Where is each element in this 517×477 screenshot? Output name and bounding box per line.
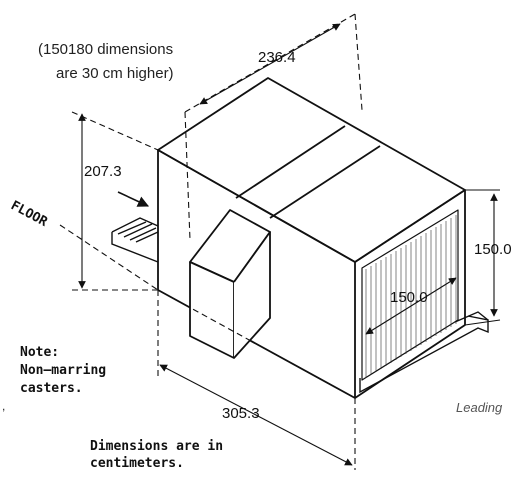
units-note-line-1: Dimensions are in — [90, 439, 223, 454]
height-dimension: 207.3 — [84, 163, 122, 180]
casters-note-line-3: casters. — [20, 381, 83, 396]
left-conveyor — [111, 217, 159, 263]
control-console — [189, 209, 271, 359]
stray-comma: , — [2, 399, 5, 413]
height-note-line-2: are 30 cm higher) — [56, 65, 174, 82]
height-note-line-1: (150180 dimensions — [38, 41, 173, 58]
casters-note-line-2: Non—marring — [20, 363, 106, 378]
floor-label: FLOOR — [8, 198, 50, 230]
machine-body — [157, 77, 466, 399]
depth-dimension: 236.4 — [258, 49, 296, 66]
leading-label: Leading — [456, 400, 503, 415]
tunnel-height-dimension: 150.0 — [474, 241, 512, 258]
length-dimension: 305.3 — [222, 405, 260, 422]
right-conveyor — [359, 311, 489, 394]
dimension-lines — [59, 13, 501, 470]
tunnel-width-dimension: 150.0 — [390, 289, 428, 306]
casters-note-line-1: Note: — [20, 345, 59, 360]
units-note-line-2: centimeters. — [90, 456, 184, 471]
